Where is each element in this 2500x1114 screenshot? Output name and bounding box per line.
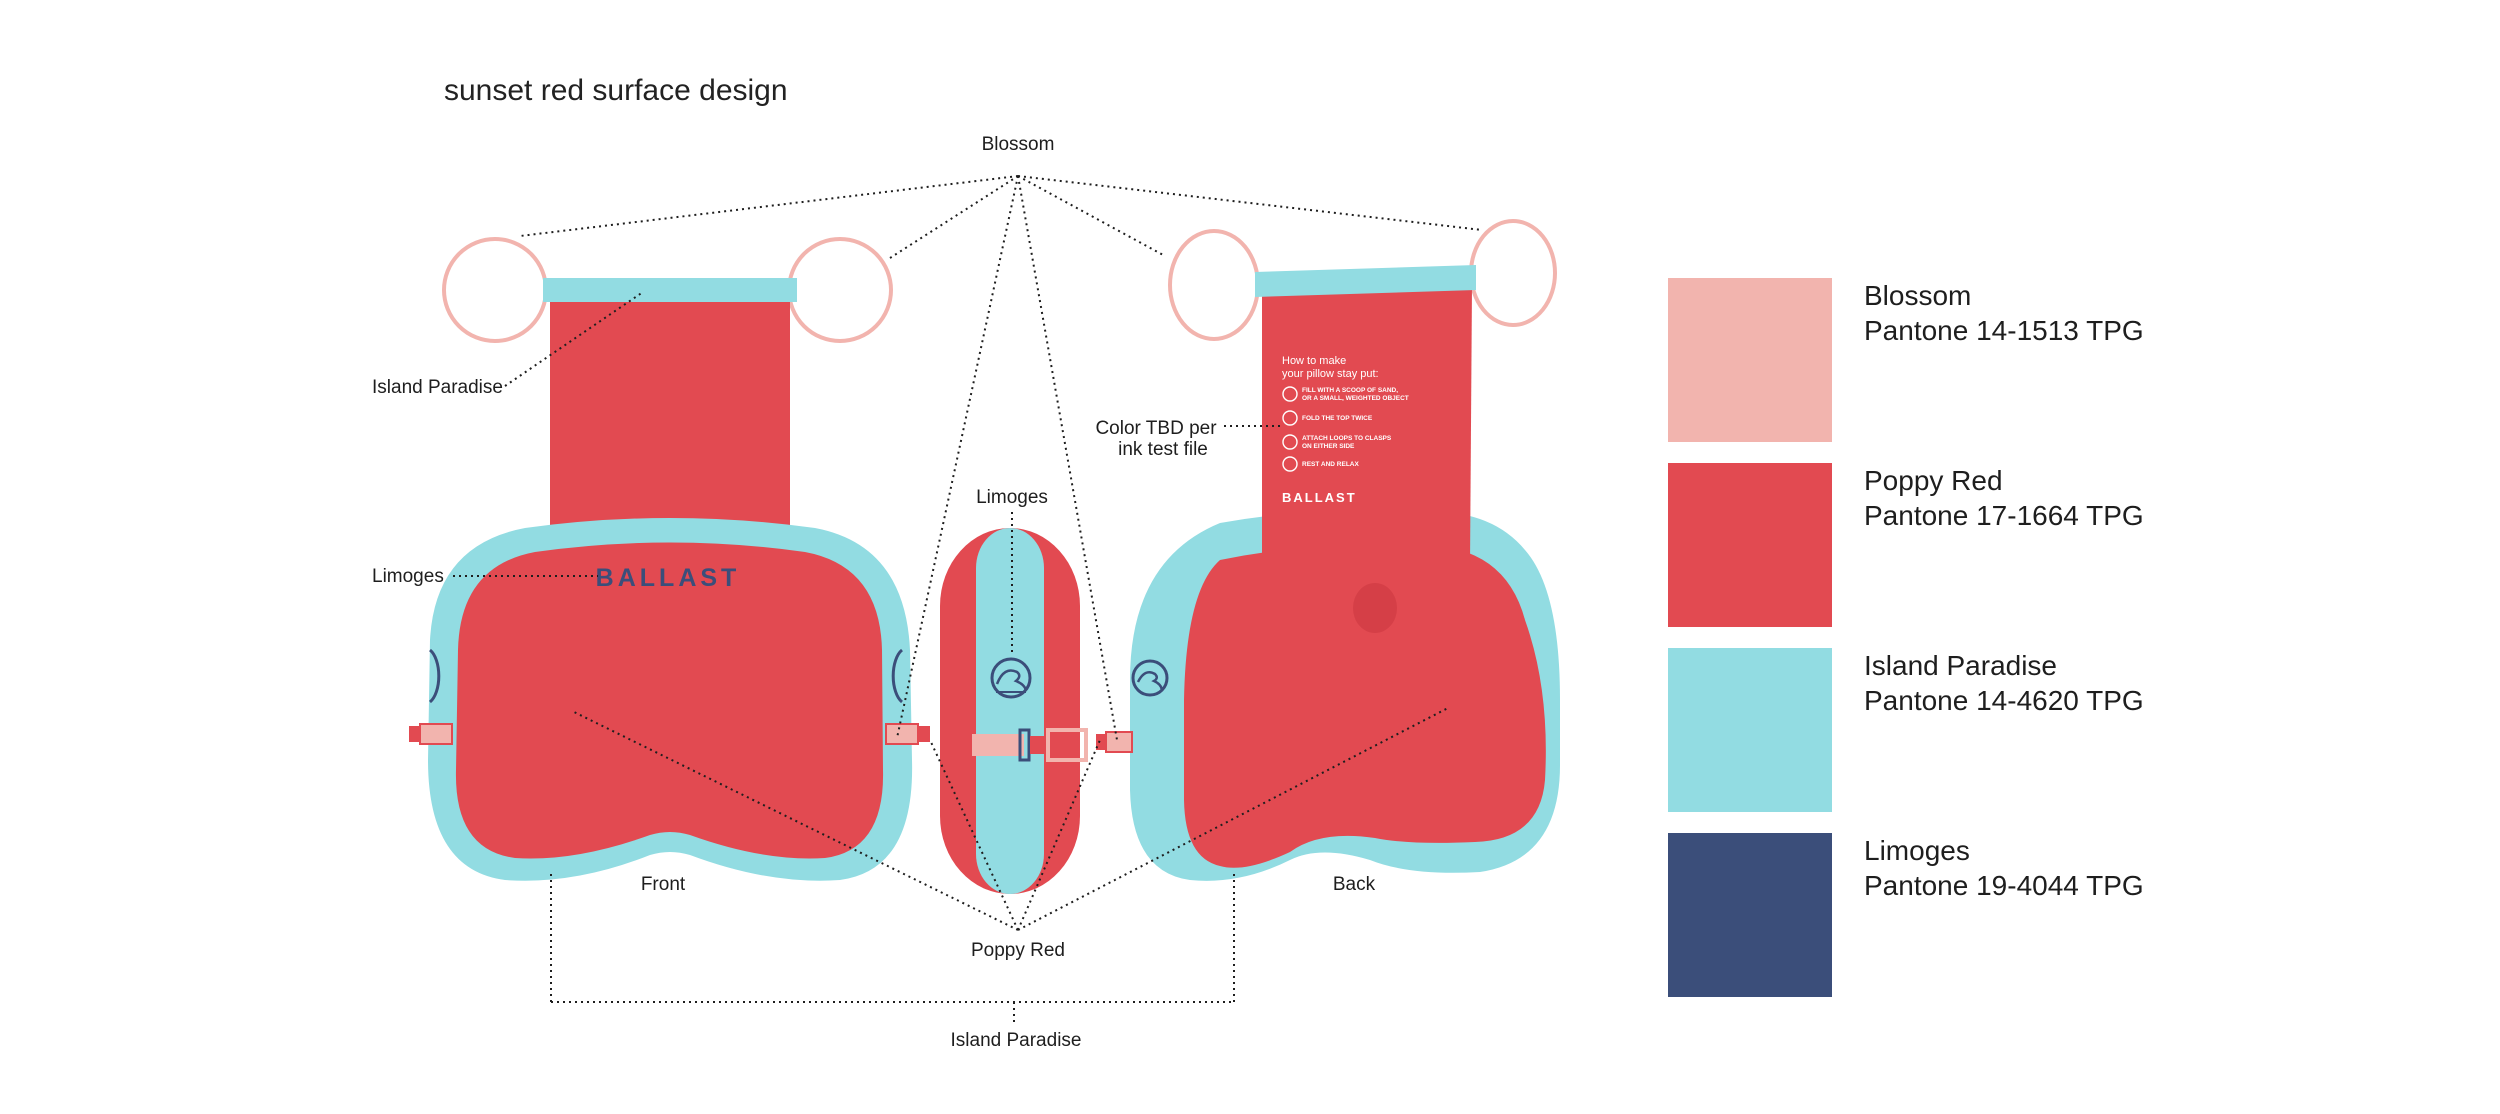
care-step-icon-3 <box>1282 434 1298 450</box>
legend-item-poppy-red: Poppy Red Pantone 17-1664 TPG <box>1668 463 2428 629</box>
front-brand-logo: BALLAST <box>596 564 741 592</box>
back-brand-logo: BALLAST <box>1282 490 1357 505</box>
back-left-loop <box>1168 229 1260 341</box>
swatch-island-paradise <box>1668 648 1832 812</box>
front-strap-right-tab <box>918 726 930 742</box>
care-heading-line1: How to make <box>1282 355 1346 367</box>
side-view-center-stripe <box>976 528 1044 894</box>
label-front: Front <box>641 874 686 895</box>
front-strap-left <box>419 723 453 745</box>
front-left-loop <box>442 237 548 343</box>
care-step-icon-1 <box>1282 386 1298 402</box>
legend-name: Blossom <box>1864 280 1972 311</box>
front-strap-right <box>885 723 919 745</box>
back-neck-band <box>1255 265 1476 297</box>
label-back: Back <box>1333 874 1376 895</box>
care-step-3b: ON EITHER SIDE <box>1302 443 1355 450</box>
side-view-loop <box>1046 728 1088 762</box>
callout-lines <box>453 175 1483 1025</box>
care-step-3a: ATTACH LOOPS TO CLASPS <box>1302 435 1392 442</box>
front-right-loop <box>787 237 893 343</box>
side-view-buckle <box>1018 728 1031 762</box>
label-island-bottom: Island Paradise <box>951 1030 1082 1051</box>
care-step-icon-4 <box>1282 456 1298 472</box>
legend-name: Island Paradise <box>1864 650 2058 681</box>
front-neck-band <box>543 278 797 302</box>
front-neck <box>550 296 790 536</box>
legend-name: Poppy Red <box>1864 465 2003 496</box>
front-body-inner <box>455 542 884 859</box>
label-blossom-top: Blossom <box>982 134 1055 155</box>
legend-name: Limoges <box>1864 835 1970 866</box>
legend-item-island-paradise: Island Paradise Pantone 14-4620 TPG <box>1668 648 2428 814</box>
side-view-strap <box>972 734 1024 756</box>
care-step-1b: OR A SMALL, WEIGHTED OBJECT <box>1302 395 1409 402</box>
care-step-2: FOLD THE TOP TWICE <box>1302 415 1373 422</box>
legend-item-limoges: Limoges Pantone 19-4044 TPG <box>1668 833 2428 999</box>
back-strap-tab <box>1096 734 1106 750</box>
back-body-inner <box>1184 544 1546 868</box>
back-pillow: How to make your pillow stay put: FILL W… <box>1096 219 1560 881</box>
label-poppy-bottom: Poppy Red <box>971 940 1065 961</box>
side-view-emblem <box>990 657 1032 699</box>
legend-pantone-code: Pantone 19-4044 TPG <box>1864 870 2144 901</box>
care-step-4: REST AND RELAX <box>1302 461 1359 468</box>
back-ink-spot <box>1353 583 1397 633</box>
side-view-pillow <box>940 528 1088 894</box>
care-instructions-print: How to make your pillow stay put: FILL W… <box>1282 355 1409 505</box>
label-limoges-left: Limoges <box>372 566 444 587</box>
swatch-poppy-red <box>1668 463 1832 627</box>
back-right-loop <box>1469 219 1557 327</box>
legend-pantone-code: Pantone 17-1664 TPG <box>1864 500 2144 531</box>
front-side-emblem-right <box>891 648 904 704</box>
swatch-blossom <box>1668 278 1832 442</box>
product-diagram: BALLAST <box>372 134 1560 1051</box>
care-step-icon-2 <box>1282 410 1298 426</box>
side-view-strap-end <box>1030 736 1044 754</box>
front-pillow: BALLAST <box>409 237 930 881</box>
label-island-left: Island Paradise <box>372 377 503 398</box>
label-color-tbd-1: Color TBD per <box>1095 418 1217 439</box>
front-side-emblem-left <box>428 648 441 704</box>
care-heading-line2: your pillow stay put: <box>1282 368 1379 380</box>
legend-item-blossom: Blossom Pantone 14-1513 TPG <box>1668 278 2428 444</box>
care-step-1a: FILL WITH A SCOOP OF SAND, <box>1302 387 1398 394</box>
label-color-tbd-2: ink test file <box>1118 439 1208 460</box>
legend-pantone-code: Pantone 14-4620 TPG <box>1864 685 2144 716</box>
label-limoges-center: Limoges <box>976 487 1048 508</box>
design-title: sunset red surface design <box>444 74 788 107</box>
legend-pantone-code: Pantone 14-1513 TPG <box>1864 315 2144 346</box>
back-strap <box>1105 731 1133 753</box>
front-strap-left-tab <box>409 726 421 742</box>
back-neck <box>1262 285 1472 565</box>
back-side-emblem <box>1131 659 1169 697</box>
swatch-limoges <box>1668 833 1832 997</box>
